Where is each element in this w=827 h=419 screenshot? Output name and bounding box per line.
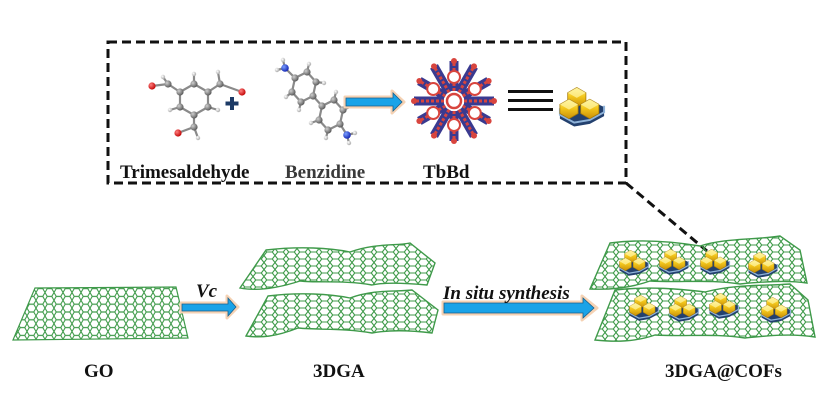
atom-H [333, 89, 339, 95]
tbbd-spoke-red [432, 108, 451, 137]
3dga-label: 3DGA [313, 361, 365, 382]
3dga-cofs-sheets-icon [588, 235, 816, 342]
atom-H [296, 107, 302, 113]
atom-C [288, 88, 296, 96]
atom-H [346, 140, 352, 146]
tbbd-node [491, 98, 497, 104]
atom-H [195, 135, 201, 141]
tbbd-node [416, 78, 423, 84]
atom-H [280, 57, 286, 63]
atom-H [191, 71, 197, 77]
atom-H [215, 107, 221, 113]
atom-C [291, 74, 299, 82]
tbbd-pore [426, 106, 441, 120]
atom-H [323, 135, 329, 141]
tbbd-pore [447, 70, 461, 84]
atom-C [309, 92, 317, 100]
atom-H [160, 74, 166, 80]
atom-C [204, 103, 212, 111]
atom-C [330, 96, 338, 104]
atom-H [215, 69, 221, 75]
atom-C [303, 68, 311, 76]
tbbd-spoke-red [457, 108, 476, 137]
atom-H [274, 67, 280, 73]
atom-C [190, 123, 198, 131]
atom-O [174, 129, 182, 137]
atom-O [148, 82, 156, 90]
atom-C [204, 88, 212, 96]
trimesaldehyde-molecule-icon [148, 69, 246, 141]
atom-H [167, 107, 173, 113]
tbbd-node [451, 138, 457, 144]
tbbd-node [411, 98, 417, 104]
atom-O [238, 88, 246, 96]
tbbd-node [431, 63, 437, 70]
atom-C [297, 98, 305, 106]
tbbd-pore [467, 106, 482, 120]
3dga-cofs-label: 3DGA@COFs [665, 361, 782, 382]
in-situ-synthesis-arrow-icon [441, 294, 599, 322]
trimesaldehyde-label: Trimesaldehyde [120, 162, 249, 183]
atom-C [324, 126, 332, 134]
bond [219, 82, 243, 94]
plus-icon [225, 97, 239, 110]
zoom-leader-line [625, 181, 708, 253]
atom-N [343, 131, 351, 139]
atom-C [190, 80, 198, 88]
atom-H [308, 120, 314, 126]
tbbd-node [431, 132, 437, 139]
tbbd-node [471, 63, 477, 70]
tbbd-node [451, 58, 457, 64]
atom-H [306, 61, 312, 67]
tbbd-center-pore [445, 92, 463, 110]
cof-cluster-icon [558, 86, 606, 128]
tbbd-pore [467, 82, 482, 96]
tbbd-node [485, 78, 492, 84]
tbbd-label: TbBd [423, 162, 470, 183]
tbbd-spoke-red [432, 65, 451, 94]
equivalence-icon [508, 90, 553, 111]
3dga-graphene-sheets-icon [238, 242, 439, 338]
tbbd-node [416, 118, 423, 124]
inset-dashed-box [106, 40, 628, 185]
tbbd-pore [447, 118, 461, 132]
tbbd-framework-icon [411, 58, 497, 144]
benzidine-label: Benzidine [285, 162, 365, 183]
go-graphene-sheet-icon [12, 286, 189, 341]
atom-C [318, 102, 326, 110]
atom-C [312, 78, 320, 86]
atom-C [176, 103, 184, 111]
atom-C [315, 116, 323, 124]
atom-C [176, 88, 184, 96]
atom-C [336, 120, 344, 128]
atom-H [352, 130, 358, 136]
tbbd-pore [426, 82, 441, 96]
atom-H [283, 94, 289, 100]
atom-H [321, 80, 327, 86]
go-label: GO [84, 361, 114, 382]
atom-C [190, 111, 198, 119]
atom-N [281, 64, 289, 72]
vc-step-label: Vc [196, 281, 218, 302]
vc-arrow-icon [179, 294, 240, 320]
atom-C [164, 80, 172, 88]
reaction-arrow-icon [343, 89, 406, 115]
atom-C [216, 80, 224, 88]
benzidine-molecule-icon [274, 57, 358, 146]
tbbd-node [471, 132, 477, 139]
in-situ-synthesis-label: In situ synthesis [442, 283, 570, 304]
tbbd-node [485, 118, 492, 124]
tbbd-spoke-red [457, 65, 476, 94]
